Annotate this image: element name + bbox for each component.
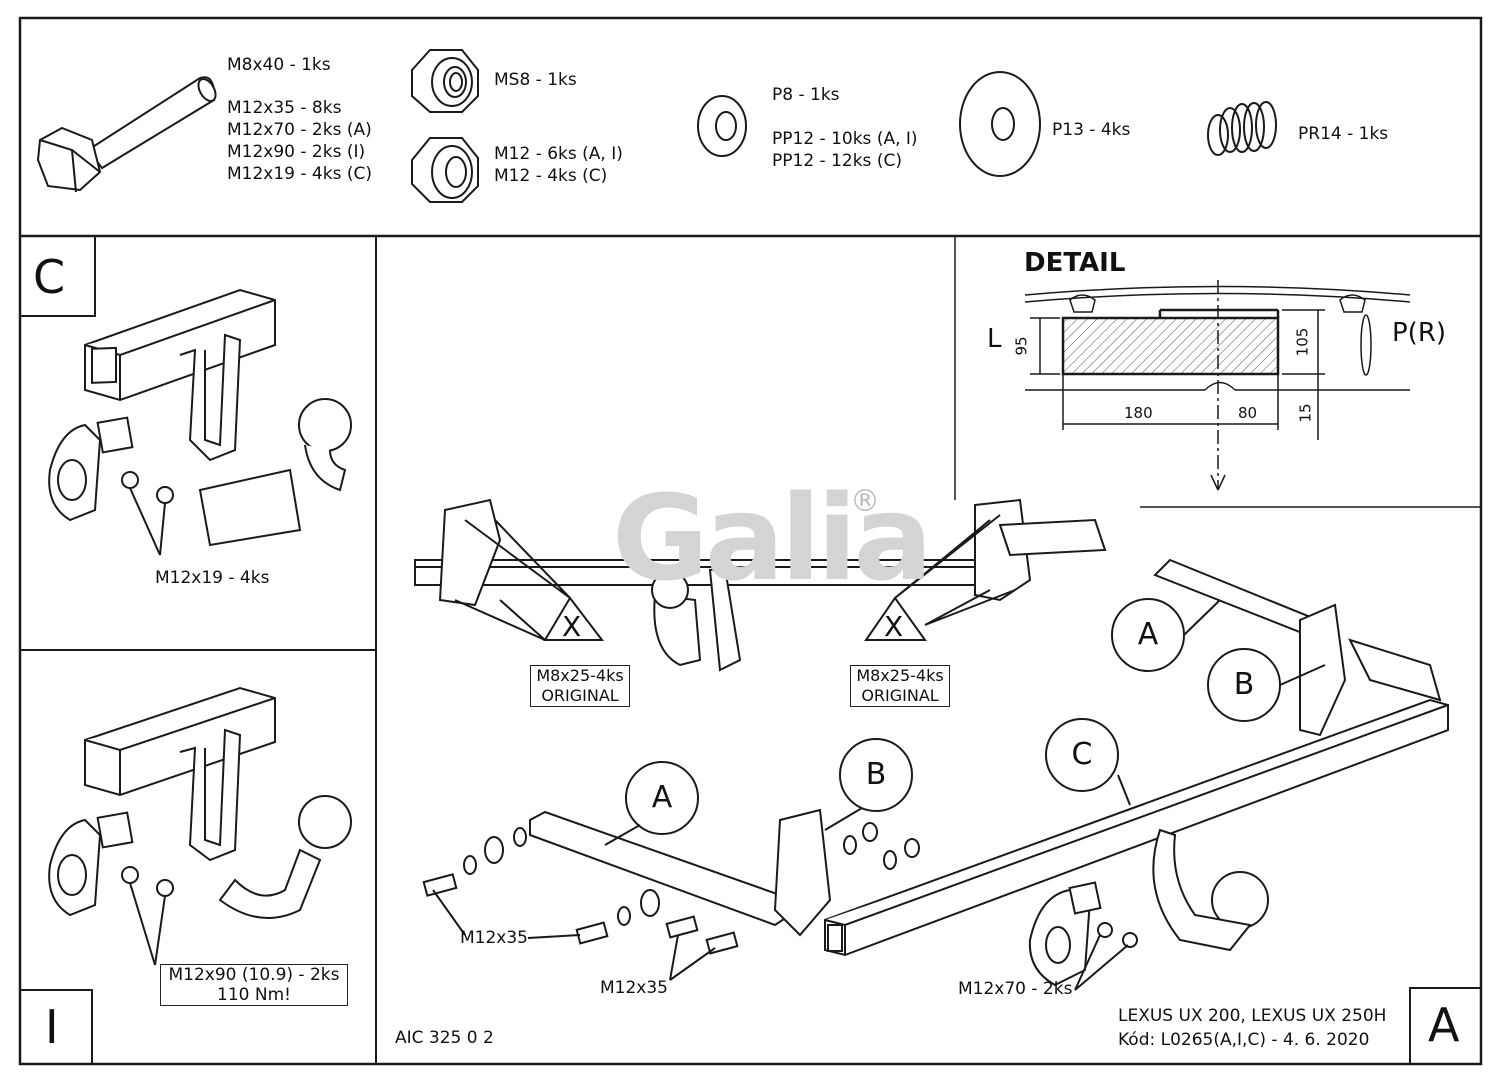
- product-code: Kód: L0265(A,I,C) - 4. 6. 2020: [1118, 1030, 1370, 1050]
- original-bolts-left-size: M8x25-4ks: [536, 666, 624, 685]
- x-label-right: X: [884, 610, 904, 643]
- part-spring-pr14: PR14 - 1ks: [1298, 124, 1389, 144]
- x-triangle-left: [543, 596, 605, 641]
- part-bolt-m8x40: M8x40 - 1ks: [227, 55, 331, 75]
- callout-a-bottom: A: [651, 780, 673, 815]
- detail-dim-105: 105: [1293, 327, 1312, 357]
- bolt-label-m12x70: M12x70 - 2ks: [958, 979, 1073, 999]
- original-bolts-left-note: ORIGINAL: [541, 686, 619, 705]
- part-washer-p8: P8 - 1ks: [772, 85, 840, 105]
- detail-dim-80: 80: [1238, 404, 1258, 422]
- part-bolt-m12x90: M12x90 - 2ks (I): [227, 142, 366, 162]
- detail-dim-95: 95: [1012, 336, 1031, 356]
- detail-title: DETAIL: [1024, 248, 1126, 278]
- bolt-label-m12x35-center: M12x35: [600, 978, 668, 998]
- original-bolts-right: M8x25-4ks ORIGINAL: [850, 665, 950, 707]
- washer-p13-icon: [959, 71, 1041, 177]
- panel-c-letter: C: [33, 250, 66, 304]
- panel-c-hitch-drawing: [48, 288, 352, 556]
- panel-i-letter: I: [45, 1000, 59, 1054]
- part-washer-p13: P13 - 4ks: [1052, 120, 1131, 140]
- detail-right-side: P(R): [1392, 318, 1447, 348]
- spring-pr14-icon: [1207, 101, 1277, 156]
- callout-circle-a-bottom: [625, 761, 699, 835]
- part-nut-m12-ai: M12 - 6ks (A, I): [494, 144, 623, 164]
- part-washer-pp12-ai: PP12 - 10ks (A, I): [772, 129, 918, 149]
- letter-box-c: [20, 236, 96, 317]
- panel-i-torque-label: 110 Nm!: [217, 985, 291, 1005]
- part-nut-m12-c: M12 - 4ks (C): [494, 166, 608, 186]
- nut-ms8-icon: [411, 49, 479, 113]
- main-assembly-drawing: [414, 498, 1449, 991]
- letter-box-i: [20, 989, 93, 1064]
- part-bolt-m12x70: M12x70 - 2ks (A): [227, 120, 372, 140]
- panel-i-bolt-note: M12x90 (10.9) - 2ks 110 Nm!: [160, 964, 348, 1006]
- nut-m12-icon: [411, 137, 479, 203]
- detail-dim-180: 180: [1124, 404, 1153, 422]
- part-bolt-m12x19: M12x19 - 4ks (C): [227, 164, 372, 184]
- part-washer-pp12-c: PP12 - 12ks (C): [772, 151, 902, 171]
- vehicle-models: LEXUS UX 200, LEXUS UX 250H: [1118, 1006, 1387, 1026]
- original-bolts-left: M8x25-4ks ORIGINAL: [530, 665, 630, 707]
- washer-p8-icon: [697, 95, 747, 157]
- callout-circle-b-bottom: [839, 738, 913, 812]
- detail-left-side: L: [987, 324, 1002, 354]
- drawing-code: AIC 325 0 2: [395, 1028, 494, 1048]
- panel-i-bolt-label: M12x90 (10.9) - 2ks: [168, 965, 340, 985]
- x-label-left: X: [562, 610, 582, 643]
- original-bolts-right-size: M8x25-4ks: [856, 666, 944, 685]
- part-nut-ms8: MS8 - 1ks: [494, 70, 577, 90]
- part-bolt-m12x35: M12x35 - 8ks: [227, 98, 342, 118]
- detail-dim-15: 15: [1296, 403, 1315, 423]
- outer-frame: [18, 16, 1483, 1066]
- callout-circle-c: [1045, 718, 1119, 792]
- galia-logo: Galia: [612, 469, 933, 607]
- callout-a-top: A: [1137, 617, 1159, 652]
- callout-b-top: B: [1233, 667, 1255, 702]
- callout-b-bottom: B: [865, 757, 887, 792]
- x-triangle-right: [864, 596, 927, 641]
- callout-c: C: [1071, 737, 1093, 772]
- bolt-icon: [36, 76, 217, 193]
- bolt-label-m12x35-left: M12x35: [460, 928, 528, 948]
- panel-c-bolt-label: M12x19 - 4ks: [155, 568, 270, 588]
- panel-a-letter: A: [1428, 998, 1460, 1052]
- detail-hatched-profile: [1061, 316, 1280, 376]
- detail-drawing: [1024, 280, 1411, 491]
- original-bolts-right-note: ORIGINAL: [861, 686, 939, 705]
- panel-i-hitch-drawing: [48, 686, 352, 966]
- letter-box-a: [1409, 987, 1481, 1064]
- galia-logo-mark: ®: [850, 484, 880, 519]
